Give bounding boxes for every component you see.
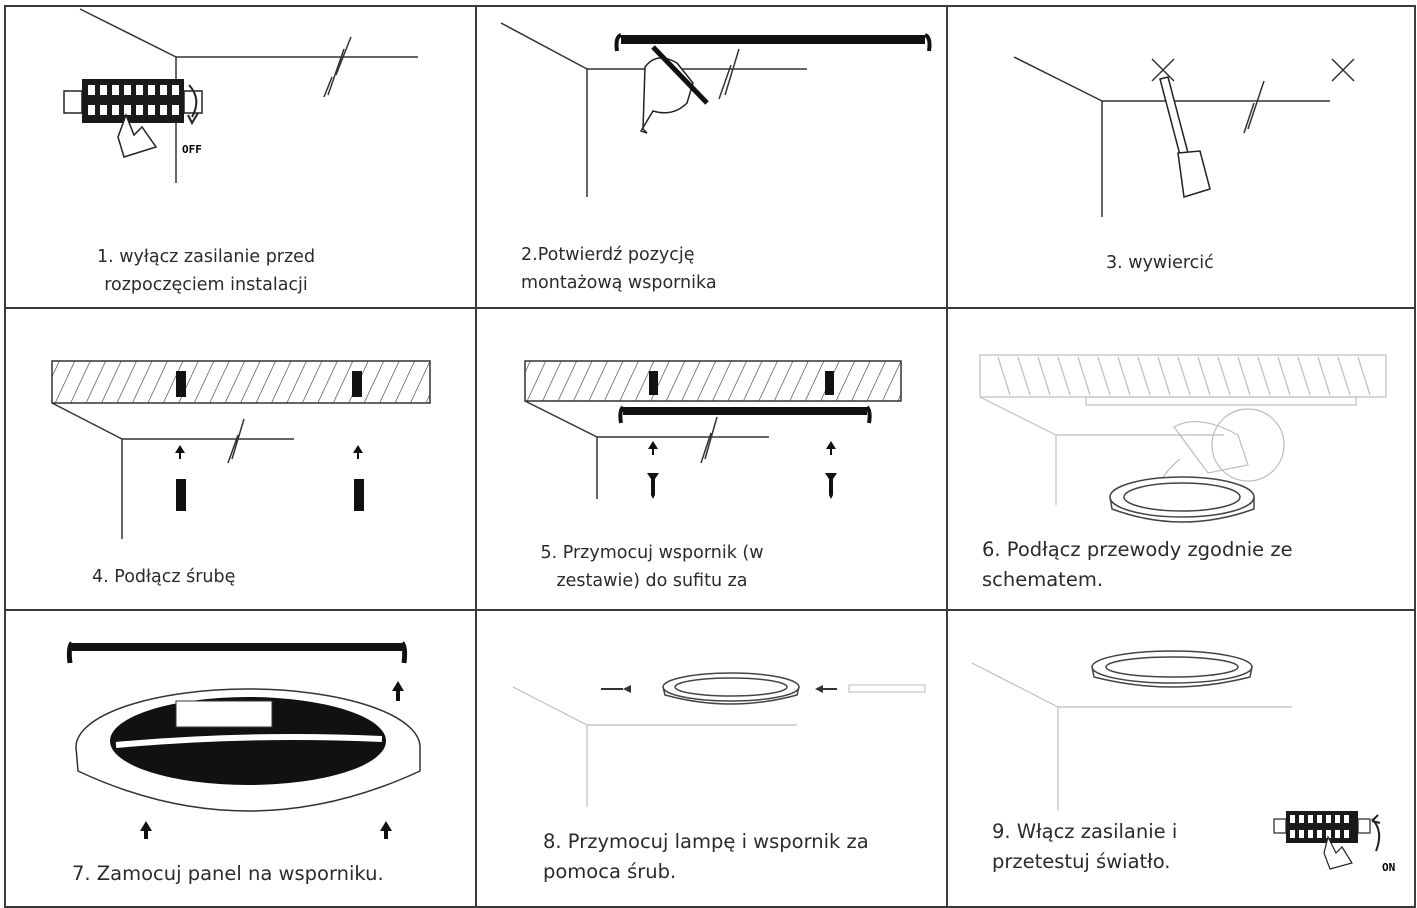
ring-lamp-icon [1109, 476, 1255, 523]
hand-with-pencil-icon [639, 45, 709, 134]
step-9-panel: ON 9. Włącz zasilanie i przetestuj świat… [946, 609, 1416, 908]
drill-icon [1159, 76, 1211, 198]
step-6-caption: 6. Podłącz przewody zgodnie ze schematem… [982, 538, 1293, 591]
breaker-switch-icon [1273, 811, 1381, 870]
step-3-panel: 3. wywiercić [946, 5, 1416, 309]
ceiling-section-icon [51, 360, 431, 404]
bracket-mount-illustration [524, 360, 902, 499]
wiring-illustration [979, 354, 1387, 523]
drilling-illustration [1013, 56, 1355, 217]
bracket-icon [66, 641, 408, 664]
instruction-grid: OFF 1. wyłącz zasilanie przed rozpoczęci… [4, 5, 1416, 908]
lamp-fix-illustration [512, 672, 926, 807]
step-1-panel: OFF 1. wyłącz zasilanie przed rozpoczęci… [4, 5, 477, 309]
ring-lamp-icon [1091, 650, 1253, 688]
bracket-icon [618, 405, 872, 424]
off-label: OFF [182, 143, 202, 156]
step-7-caption: 7. Zamocuj panel na wsporniku. [72, 862, 384, 885]
panel-attach-illustration [66, 641, 421, 839]
power-on-illustration: ON [971, 650, 1395, 874]
step-1-caption: 1. wyłącz zasilanie przed rozpoczęciem i… [96, 247, 316, 295]
step-8-panel: 8. Przymocuj lampę i wspornik za pomoca … [475, 609, 948, 908]
ring-lamp-icon [662, 672, 800, 705]
screw-insert-illustration [51, 360, 431, 539]
bracket-marking-illustration [500, 22, 932, 197]
step-3-caption: 3. wywiercić [1106, 253, 1214, 273]
step-5-caption: 5. Przymocuj wspornik (w zestawie) do su… [540, 543, 764, 591]
step-4-caption: 4. Podłącz śrubę [92, 567, 236, 587]
on-label: ON [1382, 861, 1395, 874]
breaker-switch-icon [63, 79, 203, 158]
step-7-panel: 7. Zamocuj panel na wsporniku. [4, 609, 477, 908]
step-8-caption: 8. Przymocuj lampę i wspornik za pomoca … [543, 830, 869, 883]
step-2-caption: 2.Potwierdź pozycję montażową wspornika [521, 245, 717, 293]
power-off-illustration: OFF [63, 8, 418, 183]
step-5-panel: 5. Przymocuj wspornik (w zestawie) do su… [475, 307, 948, 611]
step-9-caption: 9. Włącz zasilanie i przetestuj światło. [992, 820, 1178, 873]
step-2-panel: 2.Potwierdź pozycję montażową wspornika [475, 5, 948, 309]
step-4-panel: 4. Podłącz śrubę [4, 307, 477, 611]
bracket-icon [614, 33, 932, 52]
round-panel-icon [75, 688, 421, 812]
step-6-panel: 6. Podłącz przewody zgodnie ze schematem… [946, 307, 1416, 611]
